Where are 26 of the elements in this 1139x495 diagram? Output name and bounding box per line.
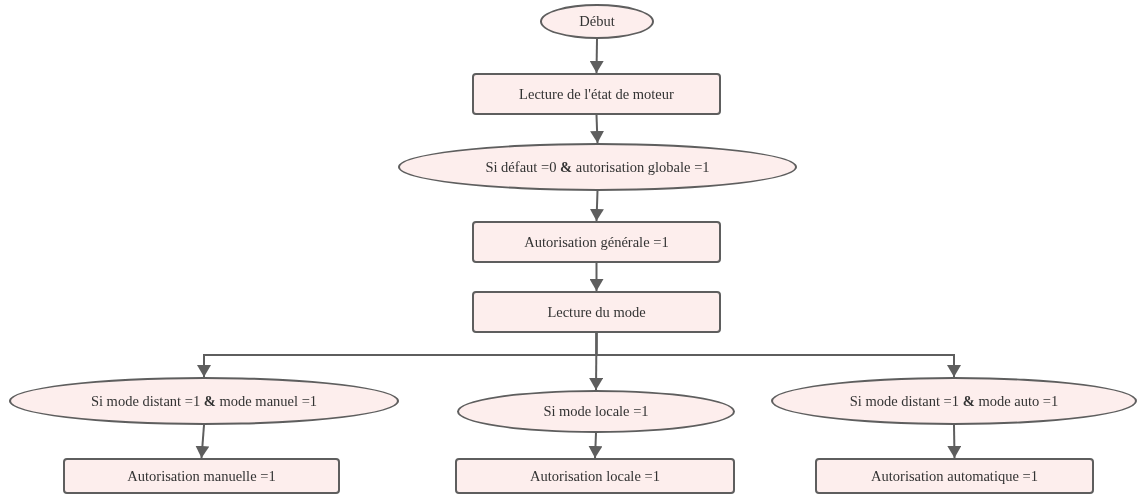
process-box [472,291,721,333]
process-box [472,73,721,115]
node-label: Si mode distant =1 & mode manuel =1 [90,392,318,410]
node-label: Autorisation locale =1 [530,467,660,485]
arrow [595,332,961,378]
node-label: Autorisation automatique =1 [871,467,1038,485]
arrow [589,332,604,391]
arrow [195,424,210,459]
node-label: Si défaut =0 & autorisation globale =1 [485,158,710,176]
arrow [590,114,605,144]
arrow [947,424,962,459]
arrow [589,38,604,74]
node-label: Si mode locale =1 [543,403,649,420]
node-label: Début [579,13,615,30]
process-box [455,458,735,494]
process-box [472,221,721,263]
node-label: Autorisation manuelle =1 [127,467,276,485]
process-box [815,458,1094,494]
node-label: Lecture du mode [547,303,646,321]
arrow [589,262,604,292]
node-label: Lecture de l'état de moteur [519,85,674,103]
arrow [588,432,603,459]
process-box [63,458,340,494]
node-label: Si mode distant =1 & mode auto =1 [849,392,1059,410]
node-label: Autorisation générale =1 [524,233,669,251]
arrow [589,190,604,222]
